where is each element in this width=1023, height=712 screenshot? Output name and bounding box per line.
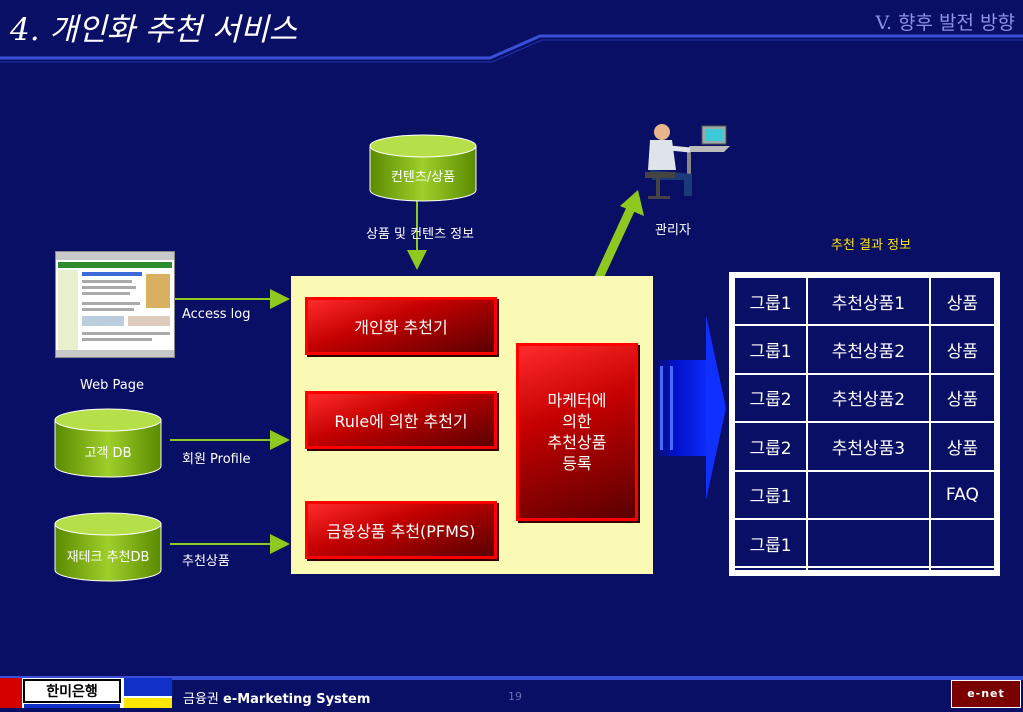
marketer-line: 의한 <box>562 412 592 431</box>
access-log-label: Access log <box>182 307 251 322</box>
header-rule <box>0 34 1023 63</box>
marketer-line: 추천상품 <box>547 433 607 452</box>
result-title: 추천 결과 정보 <box>831 238 912 253</box>
marketer-line: 마케터에 <box>547 391 607 410</box>
table-cell: 추천상품2 <box>806 372 931 424</box>
table-cell <box>806 469 931 520</box>
table-row <box>732 566 997 572</box>
table-row: 그룹1 <box>732 517 997 569</box>
table-cell: 그룹1 <box>732 517 809 569</box>
marketer-line: 등록 <box>562 454 592 473</box>
recommended-products-label: 추천상품 <box>182 554 230 569</box>
customer-db-label: 고객 DB <box>84 445 132 461</box>
admin-label: 관리자 <box>655 223 691 238</box>
table-cell: FAQ <box>928 469 997 520</box>
table-cell: 그룹2 <box>732 421 809 472</box>
customer-db-cylinder <box>54 408 162 478</box>
table-cell <box>928 566 997 572</box>
table-row: 그룹1 추천상품1 상품 <box>732 275 997 327</box>
footer-rule <box>0 676 1023 680</box>
footer-system-label: 금융권 e-Marketing System <box>183 688 370 707</box>
table-cell: 상품 <box>928 275 997 327</box>
table-row: 그룹1 FAQ <box>732 469 997 520</box>
rule-recommender-box: Rule에 의한 추천기 <box>305 391 497 449</box>
admin-person-icon <box>645 124 730 199</box>
table-row: 그룹1 추천상품2 상품 <box>732 324 997 375</box>
web-page-label: Web Page <box>80 378 144 393</box>
member-profile-label: 회원 Profile <box>182 452 251 467</box>
bank-logo: 한미은행 <box>0 678 172 708</box>
content-db-cylinder <box>369 134 477 202</box>
table-cell: 추천상품2 <box>806 324 931 375</box>
bank-name: 한미은행 <box>46 684 98 700</box>
marketer-registration-box: 마케터에 의한 추천상품 등록 <box>516 343 638 521</box>
section-title: V. 향후 발전 방향 <box>875 12 1015 34</box>
footer-prefix: 금융권 <box>183 692 224 707</box>
table-cell: 그룹2 <box>732 372 809 424</box>
web-page-screenshot-icon <box>56 252 174 357</box>
table-cell <box>732 566 809 572</box>
web-page-thumbnail <box>55 251 175 358</box>
table-row: 그룹2 추천상품2 상품 <box>732 372 997 424</box>
table-cell: 상품 <box>928 421 997 472</box>
table-cell: 그룹1 <box>732 469 809 520</box>
finance-db-label: 재테크 추천DB <box>66 549 150 565</box>
table-cell: 그룹1 <box>732 324 809 375</box>
bank-logo-graphic <box>0 678 172 708</box>
table-cell: 상품 <box>928 372 997 424</box>
pfms-recommender-box: 금융상품 추천(PFMS) <box>305 501 497 559</box>
personal-recommender-box: 개인화 추천기 <box>305 297 497 355</box>
page-number: 19 <box>508 690 522 703</box>
table-cell <box>806 517 931 569</box>
footer-system-name: e-Marketing System <box>223 692 371 707</box>
content-flow-label: 상품 및 컨텐츠 정보 <box>366 227 475 242</box>
table-cell: 추천상품3 <box>806 421 931 472</box>
table-cell: 추천상품1 <box>806 275 931 327</box>
table-cell: 그룹1 <box>732 275 809 327</box>
table-cell <box>806 566 931 572</box>
company-logo: e-net <box>951 680 1021 708</box>
table-cell <box>928 517 997 569</box>
result-table: 그룹1 추천상품1 상품 그룹1 추천상품2 상품 그룹2 추천상품2 상품 그… <box>729 272 1000 576</box>
content-db-label: 컨텐츠/상품 <box>390 169 456 185</box>
page-title: 4. 개인화 추천 서비스 <box>10 12 298 48</box>
output-arrow <box>655 315 726 500</box>
table-row: 그룹2 추천상품3 상품 <box>732 421 997 472</box>
finance-db-cylinder <box>54 512 162 582</box>
table-cell: 상품 <box>928 324 997 375</box>
